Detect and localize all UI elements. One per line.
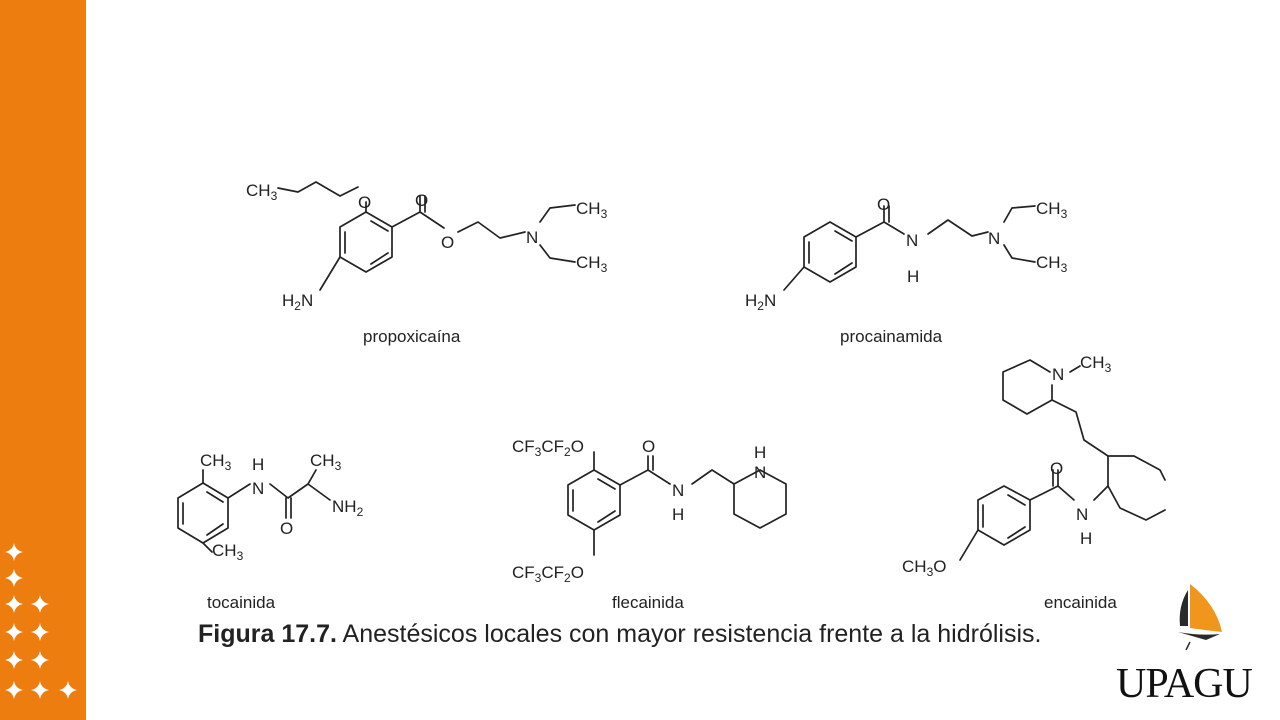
svg-text:CH3: CH3 [212, 541, 244, 563]
molecule-tocainida: CH3 H N CH3 NH2 O CH3 tocainida [177, 451, 364, 612]
molecule-name: tocainida [207, 593, 276, 612]
svg-text:O: O [441, 233, 454, 252]
logo-text: UPAGU [1116, 661, 1253, 707]
molecule-propoxicaina: CH3 O O O N CH3 CH3 H2N propoxicaína [246, 181, 608, 346]
svg-text:H: H [754, 443, 766, 462]
svg-text:CH3: CH3 [200, 451, 232, 473]
svg-text:H: H [672, 505, 684, 524]
sail-logo-icon [1178, 584, 1222, 651]
caption-label: Figura 17.7. [198, 620, 337, 648]
svg-text:CF3CF2O: CF3CF2O [512, 563, 584, 585]
svg-text:CH3: CH3 [1036, 253, 1068, 275]
svg-text:N: N [672, 481, 684, 500]
svg-text:CF3CF2O: CF3CF2O [512, 437, 584, 459]
svg-text:CH3: CH3 [1080, 353, 1112, 375]
svg-text:N: N [252, 479, 264, 498]
molecule-procainamida: O N H N CH3 CH3 H2N procainamida [745, 195, 1068, 346]
svg-text:H: H [1080, 529, 1092, 548]
sidebar-accent [0, 0, 86, 720]
molecule-name: flecainida [612, 593, 684, 612]
svg-text:N: N [1076, 505, 1088, 524]
svg-text:CH3: CH3 [310, 451, 342, 473]
svg-text:O: O [877, 195, 890, 214]
molecule-name: propoxicaína [363, 327, 461, 346]
molecule-flecainida: CF3CF2O O N H H N CF3CF2O flecainida [512, 437, 787, 612]
caption-text: Anestésicos locales con mayor resistenci… [342, 620, 1042, 648]
molecule-name: encainida [1044, 593, 1117, 612]
svg-text:CH3: CH3 [576, 199, 608, 221]
svg-text:H2N: H2N [282, 291, 313, 313]
figure-caption: Figura 17.7. Anestésicos locales con may… [198, 620, 1158, 649]
svg-text:CH3: CH3 [246, 181, 278, 203]
svg-text:O: O [1050, 459, 1063, 478]
svg-text:O: O [642, 437, 655, 456]
svg-text:N: N [906, 231, 918, 250]
svg-text:N: N [526, 228, 538, 247]
svg-text:NH2: NH2 [332, 497, 364, 519]
svg-text:N: N [988, 229, 1000, 248]
svg-text:O: O [415, 191, 428, 210]
svg-text:H: H [907, 267, 919, 286]
svg-text:O: O [358, 193, 371, 212]
svg-text:N: N [1052, 365, 1064, 384]
svg-text:O: O [280, 519, 293, 538]
svg-text:CH3O: CH3O [902, 557, 946, 579]
molecule-name: procainamida [840, 327, 943, 346]
molecule-encainida: N CH3 O N H CH3O encainida [902, 353, 1166, 612]
svg-text:H: H [252, 455, 264, 474]
svg-text:N: N [754, 463, 766, 482]
svg-text:CH3: CH3 [576, 253, 608, 275]
svg-text:H2N: H2N [745, 291, 776, 313]
svg-text:CH3: CH3 [1036, 199, 1068, 221]
